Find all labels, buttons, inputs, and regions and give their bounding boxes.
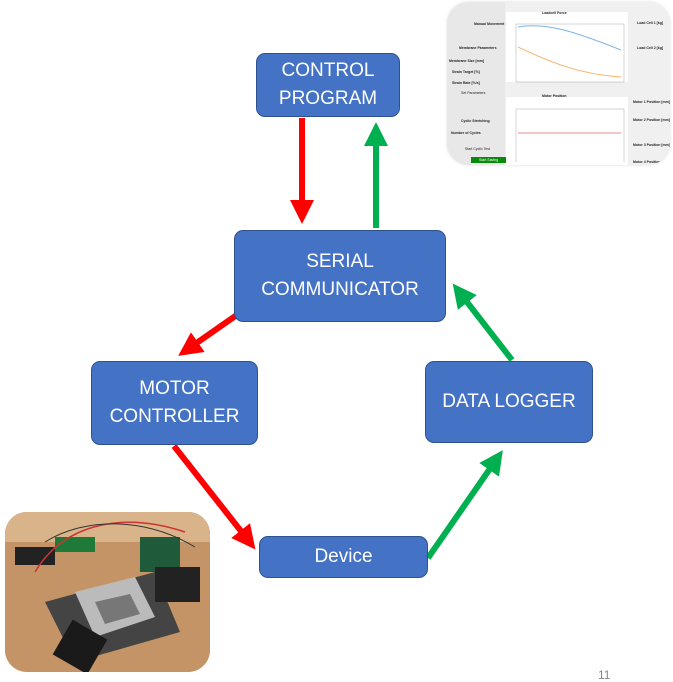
motor-1-label: Motor 1 Position [mm] (633, 100, 670, 104)
strain-rate-label: Strain Rate [%/s] (452, 81, 480, 85)
start-cyclic-test-button: Start Cyclic Test (465, 147, 491, 151)
device-illustration (5, 512, 210, 672)
chart2-title: Motor Position (542, 94, 567, 98)
device-photo (5, 512, 210, 672)
data-logger-box: DATA LOGGER (425, 361, 593, 443)
membrane-parameters-label: Membrane Parameters (459, 46, 497, 50)
arrow-device-to-logger (425, 450, 503, 560)
arrow-logger-to-serial (452, 283, 515, 362)
inset-plots (515, 23, 625, 162)
strain-target-label: Strain Target [%] (452, 70, 480, 74)
device-box: Device (259, 536, 428, 578)
control-program-screenshot: Loadcell Force Motor Position Manual Mov… (447, 2, 670, 165)
motor-4-label: Motor 4 Position [mm] (633, 160, 670, 164)
chart1-title: Loadcell Force (542, 11, 567, 15)
membrane-size-label: Membrane Size [mm] (449, 59, 485, 63)
start-saving-button: Start Saving (471, 157, 507, 163)
arrow-motor-to-device (171, 444, 256, 550)
load-cell-2-label: Load Cell 2 [kg] (637, 46, 664, 50)
motor-controller-box: MOTOR CONTROLLER (91, 361, 258, 445)
load-cell-1-label: Load Cell 1 [kg] (637, 21, 664, 25)
cyclic-stretching-label: Cyclic Stretching (461, 119, 490, 123)
motor-2-label: Motor 2 Position [mm] (633, 118, 670, 122)
number-of-cycles-label: Number of Cycles (451, 131, 481, 135)
page-number: 11 (598, 668, 611, 682)
set-parameters-button: Set Parameters (461, 91, 486, 95)
control-program-box: CONTROL PROGRAM (256, 53, 400, 117)
motor-3-label: Motor 3 Position [mm] (633, 143, 670, 147)
serial-communicator-box: SERIAL COMMUNICATOR (234, 230, 446, 322)
manual-movement-label: Manual Movement (474, 22, 505, 26)
